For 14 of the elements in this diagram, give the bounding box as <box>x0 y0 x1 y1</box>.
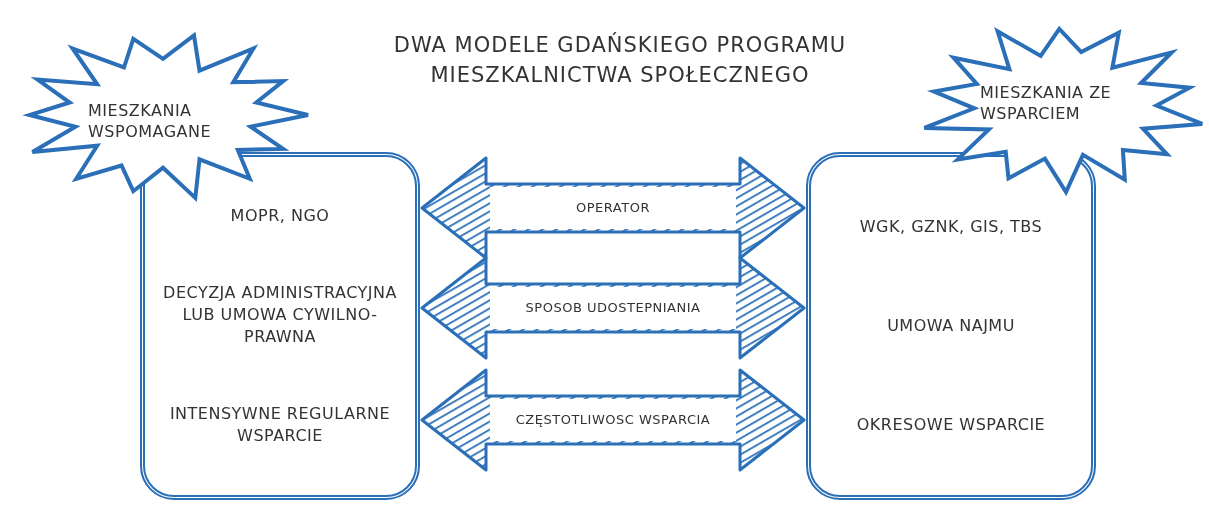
edge-label: CZĘSTOTLIWOSC WSPARCIA <box>490 399 736 441</box>
box-text: WGK, GZNK, GIS, TBS <box>859 215 1043 238</box>
starburst-label: MIESZKANIA ZE WSPARCIEM <box>980 82 1113 124</box>
box-text: INTENSYWNE REGULARNE WSPARCIE <box>168 403 392 448</box>
box-text: OKRESOWE WSPARCIE <box>856 414 1046 437</box>
edge-label: OPERATOR <box>490 187 736 229</box>
title: DWA MODELE GDAŃSKIEGO PROGRAMU MIESZKALNICTWA SPOŁECZNEGO <box>392 31 848 89</box>
box-text: MOPR, NGO <box>230 204 330 227</box>
starburst-label: MIESZKANIA WSPOMAGANE <box>88 100 213 142</box>
rounded-box <box>806 152 1096 500</box>
box-text: UMOWA NAJMU <box>887 315 1015 337</box>
edge-label: SPOSOB UDOSTEPNIANIA <box>490 287 736 329</box>
box-text: DECYZJA ADMINISTRACYJNA LUB UMOWA CYWILNO-PRAWNA <box>162 282 398 348</box>
rounded-box <box>140 152 420 500</box>
